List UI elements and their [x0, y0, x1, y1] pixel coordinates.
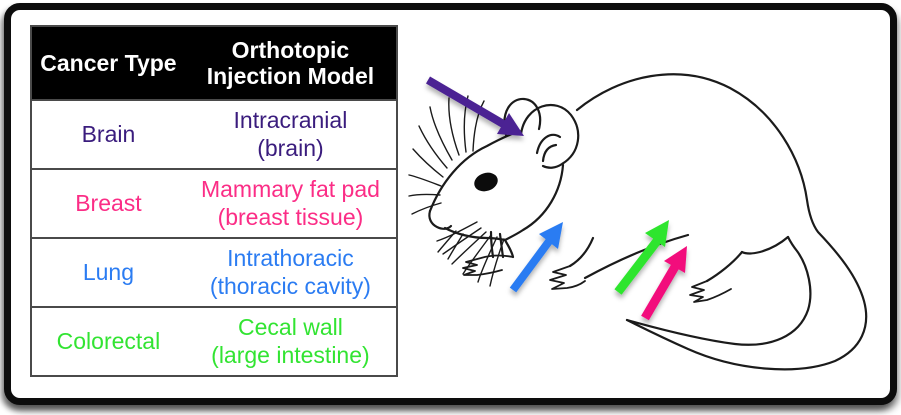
model-line-1: Intracranial — [233, 107, 348, 134]
injection-model-cell: Intracranial (brain) — [185, 101, 396, 168]
mouse-hind-foot-path — [705, 250, 744, 283]
mouse-hind-toes-path — [689, 280, 732, 303]
mouse-back-and-tail-path — [575, 73, 868, 371]
mouse-chest-path — [503, 238, 515, 259]
table-row-lung: Lung Intrathoracic (thoracic cavity) — [32, 237, 396, 306]
mouse-whiskers — [408, 95, 505, 287]
mouse-front-paw-path — [462, 254, 514, 276]
breast-injection-arrow — [641, 246, 687, 321]
model-line-1: Mammary fat pad — [200, 176, 380, 203]
mouse-tail-inner-path — [625, 235, 812, 346]
brain-injection-arrow — [425, 76, 524, 136]
table-row-breast: Breast Mammary fat pad (breast tissue) — [32, 168, 396, 237]
mouse-front-leg2-path — [568, 236, 595, 268]
model-line-2: (thoracic cavity) — [209, 272, 371, 299]
cancer-type-cell: Lung — [82, 258, 135, 285]
mouse-brow-path — [428, 130, 519, 213]
mouse-belly-path — [583, 233, 690, 280]
model-line-2: (brain) — [257, 134, 324, 161]
model-line-2: (breast tissue) — [217, 203, 364, 230]
mouse-nose-path — [428, 209, 453, 230]
mouse-front-paw2-path — [549, 265, 586, 290]
table-row-brain: Brain Intracranial (brain) — [32, 99, 396, 168]
header-cancer-type: Cancer Type — [40, 50, 177, 76]
mouse-far-ear-path — [503, 97, 542, 137]
injection-model-cell: Intrathoracic (thoracic cavity) — [185, 239, 396, 306]
mouse-cheek-path — [503, 163, 565, 242]
table-row-colorectal: Colorectal Cecal wall (large intestine) — [32, 306, 396, 375]
mouse-drawing — [408, 73, 868, 371]
table-header-row: Cancer Type Orthotopic Injection Model — [32, 27, 396, 99]
orthotopic-model-table: Cancer Type Orthotopic Injection Model B… — [30, 25, 398, 377]
lung-injection-arrow — [509, 222, 563, 293]
colorectal-injection-arrow — [614, 220, 669, 295]
cancer-type-cell: Breast — [75, 189, 142, 216]
model-line-1: Intrathoracic — [227, 245, 354, 272]
injection-model-cell: Cecal wall (large intestine) — [185, 308, 396, 375]
injection-model-cell: Mammary fat pad (breast tissue) — [185, 170, 396, 237]
header-injection-model: Orthotopic Injection Model — [206, 37, 375, 89]
mouse-haunch-path — [740, 235, 790, 255]
cancer-type-cell: Brain — [81, 120, 136, 147]
mouse-inner-ear-path — [541, 143, 558, 163]
cancer-type-cell: Colorectal — [56, 327, 161, 354]
mouse-eye — [474, 172, 498, 192]
model-line-2: (large intestine) — [211, 341, 370, 368]
mouse-inner-ear-path — [535, 133, 562, 155]
mouse-near-ear-path — [519, 104, 580, 169]
model-line-1: Cecal wall — [238, 314, 343, 341]
